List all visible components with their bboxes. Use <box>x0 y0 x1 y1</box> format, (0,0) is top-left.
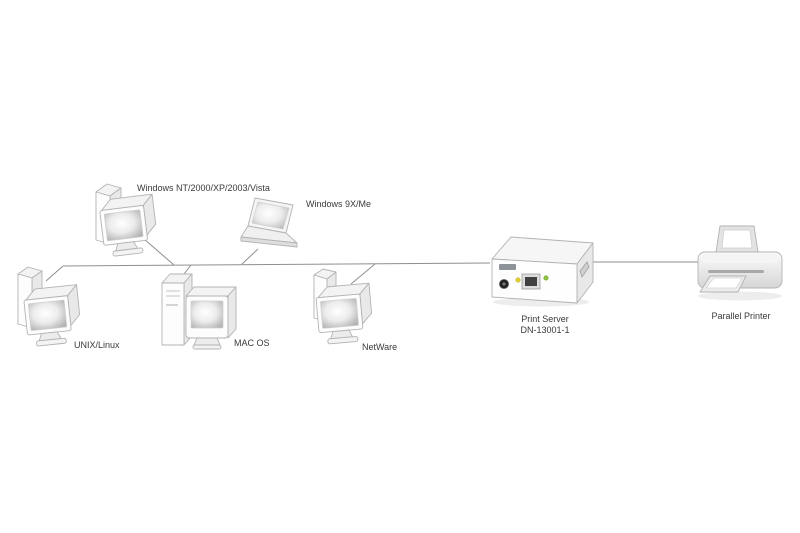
paper-slot <box>708 270 764 273</box>
unix-linux-link-line <box>45 265 64 282</box>
print-server-label: Print Server <box>521 314 569 324</box>
parallel-printer-label: Parallel Printer <box>711 311 770 321</box>
brand-label <box>499 264 516 270</box>
windows-nt-label: Windows NT/2000/XP/2003/Vista <box>137 183 270 193</box>
paper-sheet <box>721 229 753 249</box>
print-server-box-icon <box>491 236 594 304</box>
parallel-printer: Parallel Printer <box>697 225 783 321</box>
mac-os-label: MAC OS <box>234 338 270 348</box>
netware-pc: NetWare <box>313 268 397 352</box>
netware-link-line <box>350 263 376 285</box>
printer-top-panel <box>702 254 778 263</box>
power-jack-pin <box>502 282 506 286</box>
parallel-connector-icon <box>579 261 590 278</box>
print-server: Print Server DN-13001-1 <box>491 236 594 335</box>
crt-monitor-icon <box>23 284 81 347</box>
crt-monitor-icon <box>99 193 157 257</box>
laptop-icon <box>240 197 298 248</box>
mac-os-pc: MAC OS <box>161 273 270 350</box>
output-paper-sheet <box>705 277 743 289</box>
ethernet-port-icon <box>521 273 541 290</box>
windows-nt-link-line <box>143 238 175 266</box>
print-server-model-label: DN-13001-1 <box>520 325 569 335</box>
led-green-icon <box>543 275 549 281</box>
printer-icon <box>697 225 783 301</box>
printer-shadow <box>698 291 782 301</box>
network-wiring <box>45 238 700 285</box>
unix-linux-pc: UNIX/Linux <box>17 266 120 350</box>
windows-9x-laptop: Windows 9X/Me <box>240 197 371 248</box>
windows-9x-link-line <box>241 248 259 265</box>
network-bus-line <box>62 262 491 267</box>
led-yellow-icon <box>515 277 521 283</box>
windows-9x-label: Windows 9X/Me <box>306 199 371 209</box>
windows-nt-pc: Windows NT/2000/XP/2003/Vista <box>95 183 270 257</box>
unix-linux-label: UNIX/Linux <box>74 340 120 350</box>
crt-monitor-icon <box>315 282 373 345</box>
crt-monitor-icon <box>185 286 237 350</box>
netware-label: NetWare <box>362 342 397 352</box>
